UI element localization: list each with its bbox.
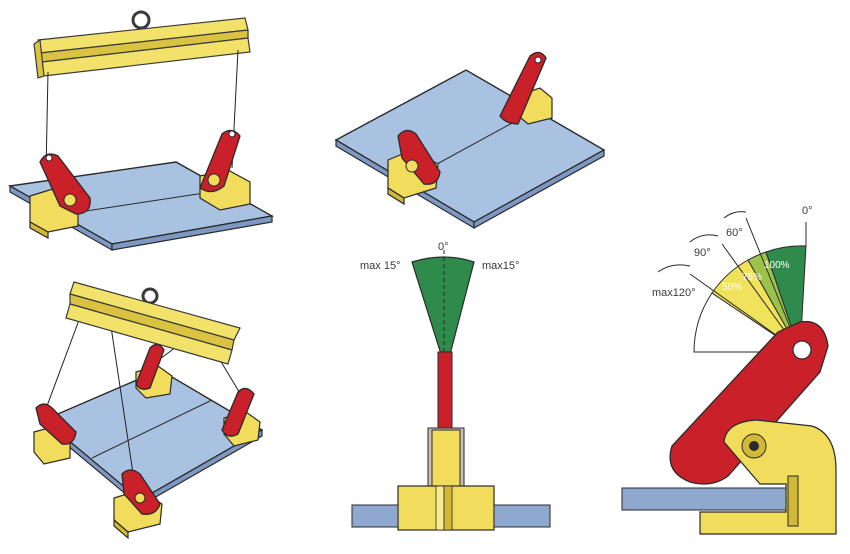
cam-pivot <box>792 340 812 360</box>
panel-four-clamp-lift <box>33 281 264 540</box>
lifting-beam <box>33 10 251 79</box>
swing-right-angle-label: max15° <box>482 260 519 272</box>
plate-clamp <box>29 153 91 240</box>
lifting-beam <box>65 281 241 365</box>
capacity-50-label: 50% <box>722 282 742 293</box>
clamp-side-view <box>699 419 837 535</box>
cam-lever <box>669 320 829 485</box>
plate-clamp <box>499 51 553 125</box>
panel-swing-angle: 0° max 15° max15° <box>351 241 551 531</box>
vertical-angle-label: 0° <box>802 205 813 217</box>
panel-plate-clamps <box>334 51 606 230</box>
capacity-75-label: 75% <box>742 272 762 283</box>
plate-clamp <box>387 129 441 206</box>
angle-120-label: max120° <box>652 287 696 299</box>
capacity-100-label: 100% <box>764 260 790 271</box>
plate-clamp <box>33 403 77 465</box>
angle-60-label: 60° <box>726 227 743 239</box>
clamp-front-view <box>397 427 495 531</box>
plate-section <box>493 504 551 528</box>
plate-section <box>351 504 399 528</box>
plate-section <box>621 487 787 511</box>
plate-clamp <box>113 469 163 540</box>
plate-clamp <box>221 387 261 447</box>
plate-clamp <box>199 129 251 211</box>
swing-left-angle-label: max 15° <box>360 260 400 272</box>
panel-capacity-angle: 0° 60° 90° max120° 100% 75% 50% <box>621 205 837 535</box>
steel-plate <box>334 69 606 230</box>
swing-top-angle-label: 0° <box>438 241 449 253</box>
swing-cone <box>411 256 475 373</box>
angle-90-label: 90° <box>694 247 711 259</box>
plate-clamp <box>135 343 173 399</box>
panel-two-clamp-lift <box>7 10 275 252</box>
